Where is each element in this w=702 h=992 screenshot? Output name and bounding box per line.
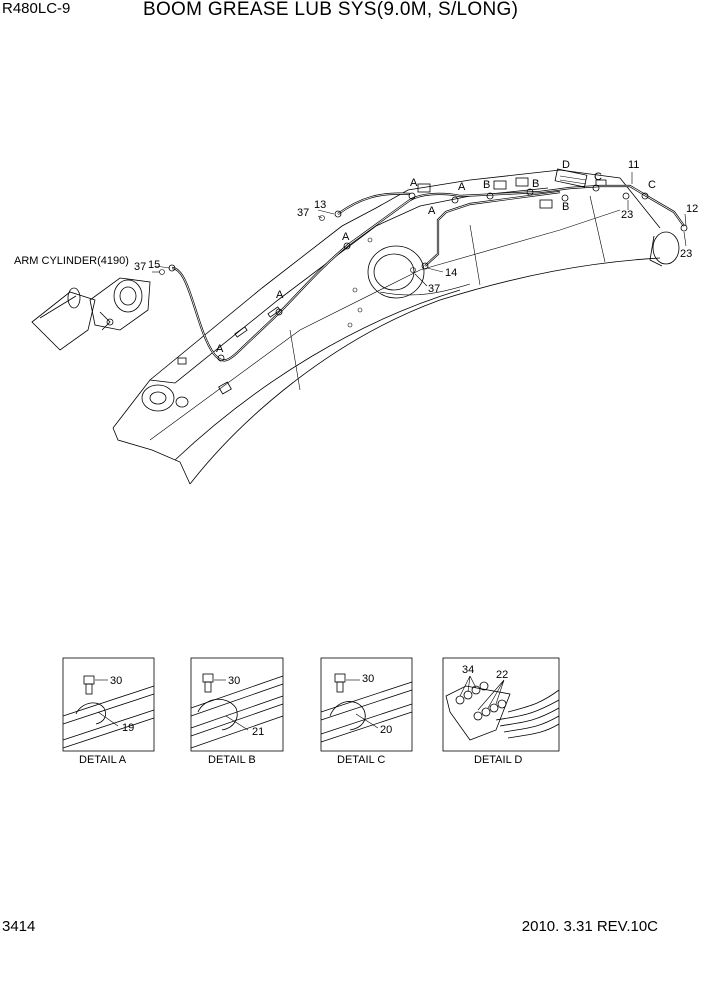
detail-c-caption: DETAIL C	[337, 754, 385, 766]
detail-d-part-22-callout: 22	[496, 669, 508, 681]
callout-23-left: 23	[621, 209, 633, 221]
detail-d-part-34-callout: 34	[462, 664, 474, 676]
model-number: R480LC-9	[2, 0, 71, 17]
detail-ref-c: C	[648, 179, 656, 191]
detail-ref-a: A	[458, 181, 466, 193]
detail-ref-b: B	[562, 201, 569, 213]
detail-a-bolt-callout: 30	[110, 675, 122, 687]
page-title: BOOM GREASE LUB SYS(9.0M, S/LONG)	[143, 0, 519, 20]
detail-d: 34 22	[442, 657, 560, 752]
arm-cylinder	[31, 277, 151, 351]
detail-ref-b: B	[483, 179, 490, 191]
detail-b-caption: DETAIL B	[208, 754, 256, 766]
callout-14: 14	[445, 267, 457, 279]
callout-15: 15	[148, 259, 160, 271]
detail-ref-a: A	[428, 205, 436, 217]
detail-a: 30 19	[62, 657, 155, 752]
detail-ref-a: A	[276, 289, 284, 301]
callout-11: 11	[628, 159, 639, 171]
detail-ref-b: B	[532, 178, 539, 190]
arm-cylinder-label: ARM CYLINDER(4190)	[14, 255, 129, 267]
detail-ref-a: A	[216, 343, 224, 355]
callout-37-mid: 37	[428, 283, 440, 295]
callout-13: 13	[314, 199, 326, 211]
revision-date: 2010. 3.31 REV.10C	[521, 918, 658, 935]
boom-structure	[112, 169, 680, 485]
detail-c-clamp-callout: 20	[380, 724, 392, 736]
detail-b-bolt-callout: 30	[228, 675, 240, 687]
detail-c: 30 20	[320, 657, 413, 752]
detail-a-clamp-callout: 19	[122, 722, 134, 734]
detail-a-caption: DETAIL A	[79, 754, 127, 766]
detail-ref-c: C	[594, 171, 602, 183]
detail-d-caption: DETAIL D	[474, 754, 522, 766]
callout-12: 12	[686, 203, 698, 215]
callout-37-upper: 37	[297, 207, 309, 219]
detail-b-clamp-callout: 21	[252, 726, 264, 738]
detail-c-bolt-callout: 30	[362, 673, 374, 685]
leader-lines	[152, 172, 687, 287]
detail-ref-a: A	[410, 177, 418, 189]
detail-ref-a: A	[342, 231, 350, 243]
detail-b: 30 21	[190, 657, 284, 752]
callout-23-right: 23	[680, 248, 692, 260]
callout-37-left: 37	[134, 261, 146, 273]
page-number: 3414	[2, 918, 36, 935]
detail-ref-d: D	[562, 159, 570, 171]
